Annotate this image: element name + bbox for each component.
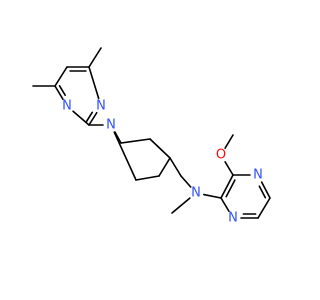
bond-pyrimidine-c6-pyrimidine-n1-second-line — [58, 84, 67, 97]
bond-methoxy-o-methoxy-c — [224, 134, 234, 149]
bond-amine-n-pyrazine-c2 — [203, 193, 222, 199]
bond-amine-n-n-methyl-c — [171, 197, 191, 214]
bond-pyrimidine-c2-pyrimidine-n3-second-line — [85, 111, 94, 122]
bond-pyrazine-c2-pyrazine-c3-second-line — [225, 179, 236, 198]
bond-pyrazine-c5-pyrazine-c6 — [257, 197, 271, 219]
atom-label-pyrazine-n1: N — [228, 211, 238, 226]
bond-piperidine-c5-piperidine-c6 — [135, 175, 160, 181]
bond-pyrazine-c2-pyrazine-c3 — [220, 174, 234, 199]
atom-label-methoxy-o: O — [216, 148, 226, 163]
bond-pyrazine-n1-pyrazine-c2 — [220, 197, 230, 212]
bond-piperidine-n-piperidine-c2 — [114, 131, 122, 144]
atom-label-pyrimidine-n1: N — [62, 99, 72, 114]
bond-piperidine-c2-piperidine-c3 — [120, 138, 151, 144]
bond-piperidine-c3-piperidine-c4 — [149, 138, 171, 159]
atom-label-pyrimidine-n3: N — [96, 99, 106, 114]
atom-label-pyrazine-n4: N — [253, 168, 263, 183]
bond-pyrimidine-n3-pyrimidine-c4 — [88, 66, 100, 100]
bond-pyrimidine-c2-pyrimidine-n3 — [88, 111, 98, 126]
bond-methylene-c-amine-n — [180, 175, 192, 188]
bond-pyrazine-c3-methoxy-o — [224, 161, 234, 176]
bond-pyrimidine-c5-pyrimidine-c6 — [54, 66, 68, 87]
bond-pyrazine-n4-pyrazine-c5-second-line — [258, 185, 267, 199]
atom-label-amine-n: N — [191, 186, 201, 201]
bond-piperidine-c4-piperidine-c5 — [158, 157, 171, 177]
bond-piperidine-c6-piperidine-n — [113, 131, 137, 181]
bond-piperidine-c4-methylene-c — [169, 157, 182, 177]
diagram-background — [0, 0, 300, 300]
bond-pyrimidine-c6-pyrimidine-n1 — [54, 85, 64, 100]
bond-methyl-c4-pyrimidine-c4 — [88, 47, 102, 68]
bond-pyrimidine-n1-pyrimidine-c2 — [72, 110, 90, 126]
bond-pyrazine-n4-pyrazine-c5 — [260, 181, 271, 199]
bond-layer — [32, 47, 271, 219]
atom-label-piperidine-n: N — [106, 118, 116, 133]
